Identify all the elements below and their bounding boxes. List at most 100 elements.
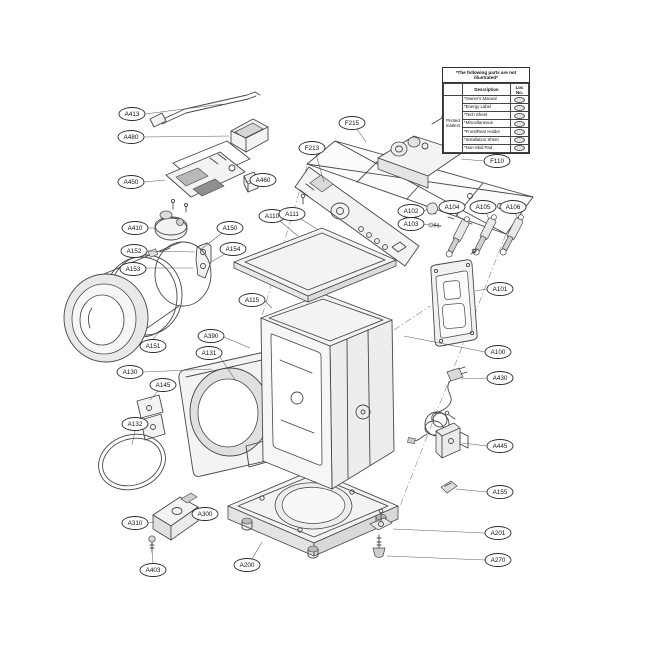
part-label-text: A131	[202, 350, 217, 357]
part-label-a104: A104	[438, 200, 466, 214]
part-label-text: A103	[404, 221, 419, 228]
part-label-text: A460	[256, 177, 271, 184]
description-header: Description	[462, 82, 511, 97]
loc-cell	[510, 111, 529, 121]
screw-a403	[148, 535, 156, 553]
part-label-a430: A430	[486, 371, 514, 385]
description-cell: *Non-Skid Pad	[462, 143, 511, 153]
loc-cell	[510, 103, 529, 113]
part-label-text: A145	[156, 382, 171, 389]
part-label-text: A403	[146, 567, 161, 574]
group-header-cell	[443, 82, 463, 97]
loc-oval	[514, 112, 525, 119]
part-label-a410: A410	[121, 221, 149, 235]
part-label-text: A201	[491, 530, 506, 537]
part-label-f215: F215	[338, 116, 366, 130]
part-label-text: A110	[265, 213, 280, 220]
part-label-text: A413	[125, 111, 140, 118]
part-label-text: A150	[223, 225, 238, 232]
part-label-text: A151	[146, 343, 161, 350]
part-label-a115: A115	[238, 293, 266, 307]
part-label-text: A154	[226, 246, 241, 253]
part-label-a101: A101	[486, 282, 514, 296]
part-label-text: A132	[128, 421, 143, 428]
loc-cell	[510, 127, 529, 137]
back-panel	[430, 248, 478, 347]
loc-cell	[510, 95, 529, 105]
bracket-part-a152	[195, 242, 212, 279]
part-label-text: A390	[204, 333, 219, 340]
part-label-a100: A100	[484, 345, 512, 359]
part-label-text: A300	[198, 511, 213, 518]
part-label-text: A270	[491, 557, 506, 564]
part-label-text: A115	[245, 297, 260, 304]
table-row: *Non-Skid Pad	[444, 143, 529, 153]
part-label-text: A104	[445, 204, 460, 211]
part-label-a460: A460	[249, 173, 277, 187]
group-cell: Printed matters	[443, 95, 463, 153]
description-cell: *Miscellaneous	[462, 119, 511, 129]
part-label-text: A155	[493, 489, 508, 496]
part-label-a132: A132	[121, 417, 149, 431]
part-label-a131: A131	[195, 346, 223, 360]
part-label-text: F215	[345, 120, 360, 127]
tub-drum-assembly	[63, 241, 212, 363]
part-label-a310: A310	[121, 516, 149, 530]
part-label-a111: A111	[278, 207, 306, 221]
lower-bracket	[152, 492, 199, 541]
description-cell: *Tech Sheet	[462, 111, 511, 121]
damper	[499, 214, 524, 256]
not-illustrated-table: *The following parts are not illustrated…	[442, 67, 530, 154]
part-label-text: A100	[491, 349, 506, 356]
part-label-a150: A150	[216, 221, 244, 235]
part-label-a300: A300	[191, 507, 219, 521]
part-label-a201: A201	[484, 526, 512, 540]
part-label-a151: A151	[139, 339, 167, 353]
bracket-part-a480	[230, 118, 269, 153]
part-label-text: A102	[404, 208, 419, 215]
part-label-a390: A390	[197, 329, 225, 343]
part-label-a103: A103	[397, 217, 425, 231]
door-ring	[98, 433, 166, 491]
leader-lines	[131, 103, 519, 564]
loc-no-header: Loc No.	[510, 82, 529, 97]
part-label-text: A310	[128, 520, 143, 527]
base-assembly	[227, 469, 399, 559]
loc-oval	[514, 104, 525, 111]
hose-assembly	[149, 91, 261, 128]
part-label-text: F110	[490, 158, 504, 165]
loc-cell	[510, 119, 529, 129]
part-label-text: A153	[126, 266, 141, 273]
part-label-text: A101	[493, 286, 508, 293]
part-label-a480: A480	[117, 130, 145, 144]
part-label-text: A130	[123, 369, 138, 376]
part-label-text: A450	[124, 179, 139, 186]
part-label-text: A152	[127, 248, 142, 255]
part-label-a130: A130	[116, 365, 144, 379]
part-label-text: A410	[128, 225, 143, 232]
part-label-a106: A106	[499, 200, 527, 214]
table-header-row: Description Loc No.	[443, 82, 529, 97]
part-label-text: A445	[493, 443, 508, 450]
part-label-a200: A200	[233, 558, 261, 572]
base-foot	[241, 517, 253, 531]
part-label-a450: A450	[117, 175, 145, 189]
front-panel	[178, 352, 282, 477]
loc-oval	[514, 96, 525, 103]
screw-a103	[428, 222, 442, 228]
damper	[472, 214, 497, 256]
description-cell: *Front/Rear Holder	[462, 127, 511, 137]
leveling-foot	[372, 534, 386, 558]
part-label-text: A111	[285, 211, 299, 218]
part-label-text: F213	[305, 145, 320, 152]
loc-cell	[510, 135, 529, 145]
cabinet-assembly	[260, 293, 395, 490]
loc-oval	[514, 145, 525, 152]
pump-assembly	[154, 198, 188, 241]
switch-box	[435, 410, 469, 459]
control-board	[165, 140, 251, 213]
part-label-a152: A152	[120, 244, 148, 258]
foot-plate	[369, 508, 393, 531]
power-cord	[407, 366, 468, 444]
